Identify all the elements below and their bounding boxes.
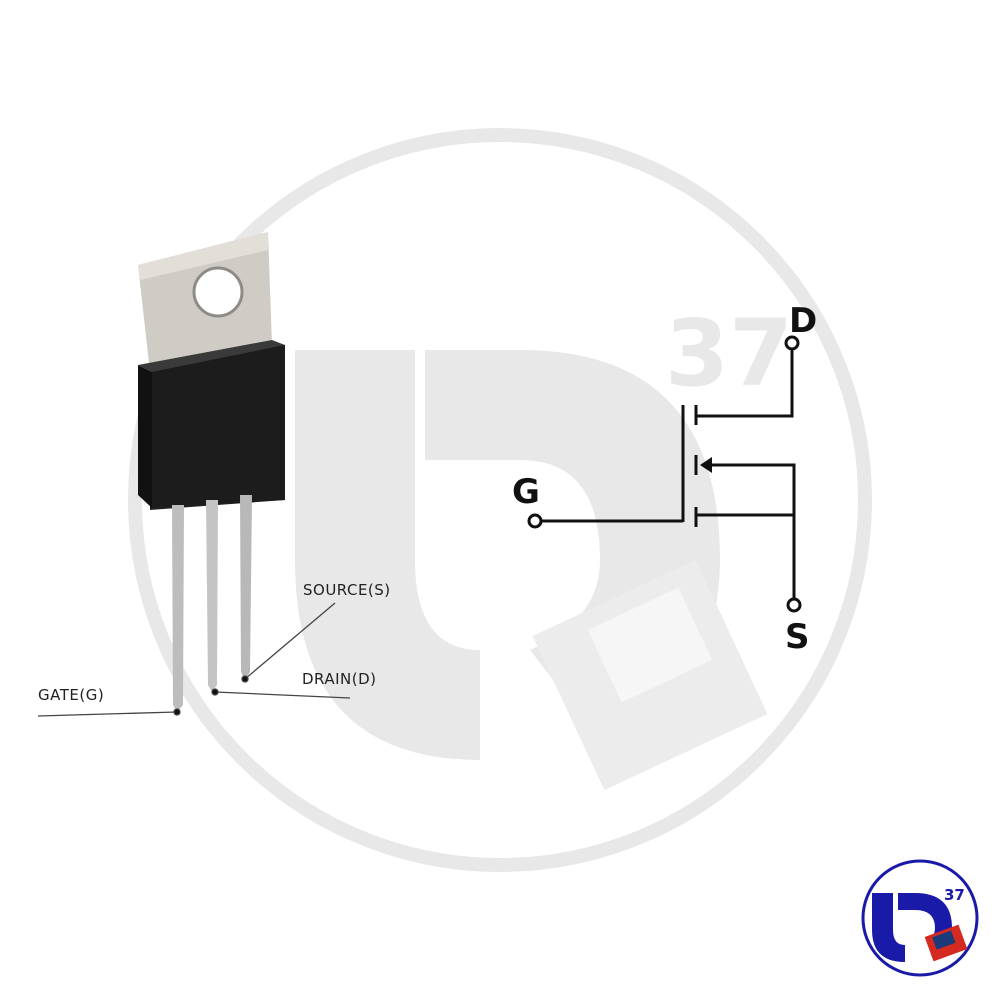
package-body: [152, 345, 285, 508]
source-lead: [240, 495, 252, 680]
arrow-icon: [700, 457, 712, 473]
mounting-hole: [192, 266, 244, 318]
to220-package: [138, 232, 285, 712]
brand-logo: 37: [861, 859, 979, 977]
symbol-gate-label: G: [512, 472, 540, 512]
symbol-drain-label: D: [789, 301, 817, 341]
drain-label: DRAIN(D): [302, 670, 377, 688]
symbol-source-label: S: [785, 617, 810, 657]
logo-superscript: 37: [944, 886, 965, 904]
watermark: 37: [128, 128, 872, 872]
source-label: SOURCE(S): [303, 581, 391, 599]
gate-lead: [172, 505, 184, 712]
gate-label: GATE(G): [38, 686, 104, 704]
watermark-superscript: 37: [665, 300, 793, 407]
mosfet-symbol: [527, 335, 802, 613]
drain-lead: [206, 500, 218, 692]
